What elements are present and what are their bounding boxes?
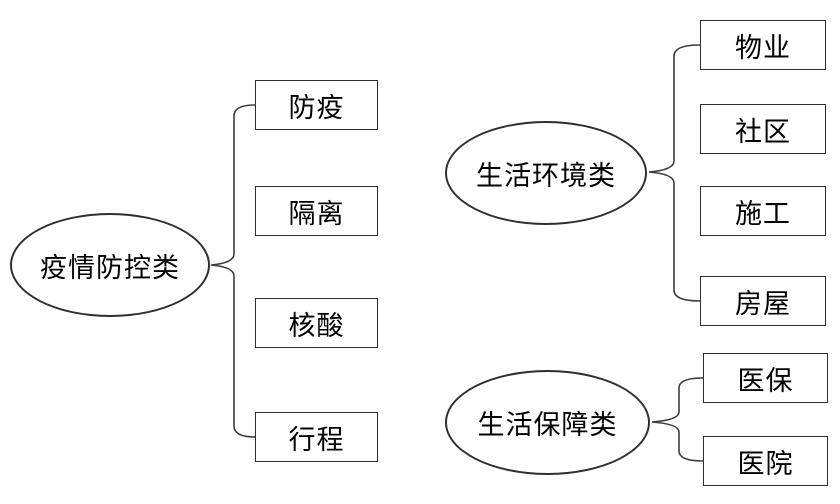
item-box-hospital: 医院 xyxy=(703,436,828,486)
item-box-community: 社区 xyxy=(700,104,826,154)
item-box-epidemic-prevention: 防疫 xyxy=(255,80,378,130)
item-label-quarantine: 隔离 xyxy=(288,198,345,229)
item-box-quarantine: 隔离 xyxy=(255,186,378,236)
item-label-property: 物业 xyxy=(735,32,791,63)
item-label-housing: 房屋 xyxy=(735,288,791,319)
category-label-living-environment: 生活环境类 xyxy=(476,160,616,191)
brace-connector-living-environment xyxy=(648,44,701,302)
item-box-property: 物业 xyxy=(700,20,826,70)
item-label-nucleic-acid: 核酸 xyxy=(288,310,345,341)
brace-connector-life-security xyxy=(651,377,704,462)
category-ellipse-living-environment: 生活环境类 xyxy=(445,121,647,225)
category-label-epidemic-control: 疫情防控类 xyxy=(40,252,180,283)
item-label-epidemic-prevention: 防疫 xyxy=(288,92,345,123)
item-label-hospital: 医院 xyxy=(737,448,794,479)
item-box-housing: 房屋 xyxy=(700,276,826,326)
brace-connector-epidemic-control xyxy=(210,104,256,438)
category-ellipse-epidemic-control: 疫情防控类 xyxy=(10,213,210,317)
category-label-life-security: 生活保障类 xyxy=(477,410,618,440)
item-box-nucleic-acid: 核酸 xyxy=(255,298,378,348)
item-label-construction: 施工 xyxy=(735,198,791,229)
item-label-community: 社区 xyxy=(735,116,791,147)
item-label-medical-insurance: 医保 xyxy=(737,365,794,396)
item-box-itinerary: 行程 xyxy=(255,412,378,462)
category-ellipse-life-security: 生活保障类 xyxy=(445,370,650,475)
item-box-construction: 施工 xyxy=(700,186,826,236)
item-label-itinerary: 行程 xyxy=(288,424,345,455)
item-box-medical-insurance: 医保 xyxy=(703,353,828,403)
